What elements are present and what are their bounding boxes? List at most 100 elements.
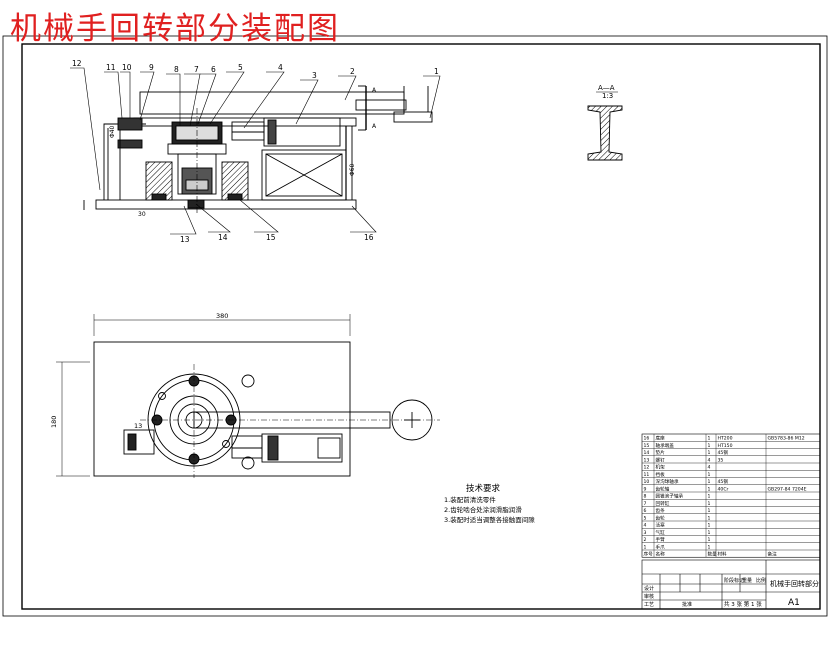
bom-cell-name: 活塞 [656,522,666,529]
bom-cell-qty: 1 [708,523,711,529]
dim-left-height: 180 [50,416,58,428]
callout-15: 15 [266,233,276,242]
bom-cell-qty: 1 [708,443,711,449]
title-block-weight: 重量 [742,577,752,584]
bom-cell-mat: HT150 [718,443,733,449]
bom-row: 16 底座 1 HT200 GB5783-86 M12 [644,435,805,442]
bom-cell-name: 底座 [656,435,666,442]
bom-cell-no: 12 [644,465,650,471]
tech-item-3: 3.装配时适当调整各接触面间隙 [444,515,535,524]
bom-cell-qty: 1 [708,537,711,543]
bom-cell-mat: 35 [718,457,724,463]
tech-item-1: 1.装配前清洗零件 [444,495,496,504]
title-block-sheet-info: 共 3 张 第 1 张 [724,600,762,608]
bom-cell-qty: 1 [708,501,711,507]
section-mark-a1: A [372,87,377,94]
bom-cell-note: GB297-84 7204E [768,486,807,492]
dim-d2: Φ60 [349,163,356,176]
bom-cell-name: 轴承端盖 [656,442,675,449]
inner-border [21,43,821,610]
dim-d1: Φ40 [109,125,116,138]
bom-cell-note: GB5783-86 M12 [768,436,805,442]
callout-13: 13 [180,235,190,244]
callout-leaders [70,67,441,235]
title-block-sheet-size: A1 [788,598,800,608]
bom-cell-name: 深沟球轴承 [656,478,679,485]
callout-8: 8 [174,65,179,74]
bom-cell-no: 1 [644,544,647,550]
bom-cell-no: 6 [644,508,647,514]
bom-cell-qty: 1 [708,494,711,500]
callout-10: 10 [122,63,132,72]
callout-16: 16 [364,233,374,242]
bom-row: 1 手爪 1 [644,543,711,550]
title-block-text: 机械手回转部分 A1 共 3 张 第 1 张 阶段标记 重量 比例 设计 审核 … [644,577,819,608]
bom-cell-no: 7 [644,501,647,507]
section-a-a-view: A—A 1:3 [587,84,623,161]
plan-view [56,314,440,478]
bom-cell-no: 15 [644,443,650,449]
callout-4: 4 [278,63,283,72]
bom-cell-name: 螺钉 [656,456,666,463]
tech-item-2: 2.齿轮啮合处涂润滑脂润滑 [444,505,522,514]
bom-cell-name: 齿轮 [656,514,666,521]
bom-cell-name: 圆锥滚子轴承 [656,493,684,500]
title-block-stage: 阶段标记 [724,577,744,584]
bom-cell-no: 4 [644,523,647,529]
bom-row: 15 轴承端盖 1 HT150 [644,442,733,449]
outer-frame [2,35,828,617]
bom-cell-mat: 材料 [718,551,728,558]
callout-1: 1 [434,67,439,76]
bom-cell-qty: 1 [708,544,711,550]
title-block-name: 机械手回转部分 [770,579,819,588]
bom-cell-no: 8 [644,494,647,500]
tech-heading: 技术要求 [466,483,501,494]
callout-9: 9 [149,63,154,72]
bom-cell-qty: 4 [708,457,711,463]
drawing-title: 机械手回转部分装配图 [10,11,340,47]
bom-cell-name: 垫片 [656,449,666,456]
title-block [641,559,821,610]
technical-requirements: 技术要求 1.装配前清洗零件 2.齿轮啮合处涂润滑脂润滑 3.装配时适当调整各接… [444,483,535,524]
bom-row: 7 回转缸 1 [644,500,711,507]
callout-11: 11 [106,63,116,72]
bom-cell-name: 手爪 [656,543,666,550]
bom-cell-name: 回转缸 [656,500,670,507]
bom-row: 8 圆锥滚子轴承 1 [644,493,711,500]
title-block-design: 设计 [644,585,654,592]
bom-cell-qty: 1 [708,486,711,492]
section-mark-a2: A [372,123,377,130]
bom-cell-name: 手臂 [656,536,666,543]
front-view-dims: Φ40 30 Φ60 A A [109,87,377,218]
bom-cell-mat: HT200 [718,436,733,442]
bom-cell-name: 齿轮轴 [656,485,670,492]
bom-cell-no: 14 [644,450,650,456]
callout-12: 12 [72,59,82,68]
bom-cell-name: 挡板 [656,471,666,478]
bom-cell-name: 气缸 [656,529,666,536]
section-title: A—A [598,84,615,92]
bom-row: 13 螺钉 4 35 [644,456,724,463]
bom-cell-qty: 1 [708,436,711,442]
bom-cell-qty: 1 [708,472,711,478]
dim-top-width: 380 [216,312,228,320]
bom-row: 4 活塞 1 [644,522,711,529]
bom-cell-mat: 45钢 [718,449,729,456]
bom-cell-no: 10 [644,479,650,485]
bom-cell-no: 13 [644,457,650,463]
bom-cell-qty: 1 [708,530,711,536]
bom-cell-qty: 1 [708,479,711,485]
section-scale: 1:3 [602,92,613,100]
plan-view-dims: 380 180 13 [50,312,228,430]
bom-header-row: 序号名称数量材料备注 [644,551,778,558]
bom-cell-no: 16 [644,436,650,442]
bom-cell-name: 名称 [656,551,666,558]
